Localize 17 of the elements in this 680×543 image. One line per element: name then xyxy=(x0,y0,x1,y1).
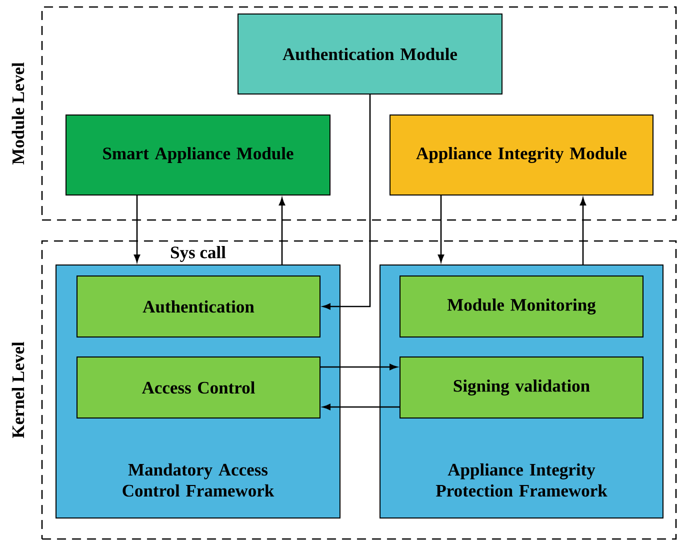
sys-call-label: Sys call xyxy=(170,246,226,262)
node-label: Module Level xyxy=(12,62,24,164)
module-box: Access Control xyxy=(76,356,320,418)
module-box: Smart Appliance Module xyxy=(66,114,330,196)
node-label: Kernel Level xyxy=(12,342,24,438)
module-box: Signing validation xyxy=(400,356,644,418)
module-box: Authentication xyxy=(76,276,320,338)
arrow xyxy=(322,404,400,410)
module-box: Module Monitoring xyxy=(400,276,644,338)
arrow xyxy=(134,196,140,262)
module-box: Appliance Integrity Module xyxy=(390,114,654,196)
arrow xyxy=(580,198,586,264)
arrow xyxy=(322,94,371,310)
arrow xyxy=(320,364,398,370)
arrow xyxy=(278,198,286,264)
arrow xyxy=(438,196,444,262)
module-box: Authentication Module xyxy=(238,14,502,94)
